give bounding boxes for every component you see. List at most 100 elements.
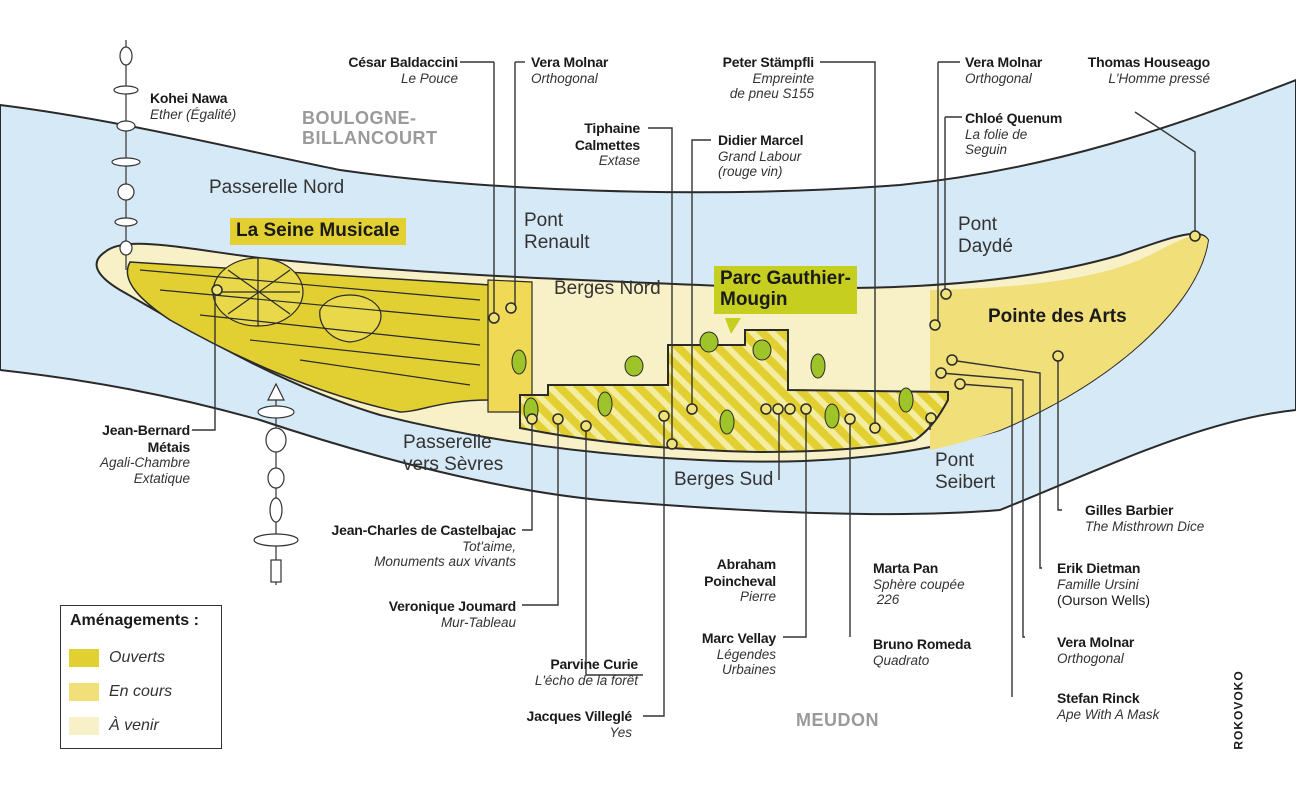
artist-name: César Baldaccini (348, 54, 458, 70)
label-kohei-nawa: Kohei Nawa Ether (Égalité) (150, 90, 236, 122)
work-title: Légendes Urbaines (716, 646, 776, 678)
label-bruno-romeda: Bruno Romeda Quadrato (873, 636, 971, 668)
work-subtitle: (Ourson Wells) (1057, 592, 1151, 609)
legend-item-upcoming: À venir (69, 714, 159, 738)
work-title: Yes (609, 724, 632, 740)
label-vera-molnar-1: Vera Molnar Orthogonal (531, 54, 608, 86)
work-title: Tot'aime, Monuments aux vivants (374, 538, 516, 570)
artist-name: Gilles Barbier (1085, 502, 1174, 518)
artist-name: Tiphaine Calmettes (574, 120, 640, 153)
work-title: Pierre (739, 589, 776, 605)
legend-item-open: Ouverts (69, 646, 165, 670)
work-title: Mur-Tableau (440, 614, 516, 630)
legend-swatch-in-progress (69, 683, 99, 701)
sculpture-ether-icon (111, 40, 141, 270)
label-castelbajac: Jean-Charles de Castelbajac Tot'aime, Mo… (300, 522, 517, 570)
legend: Aménagements : Ouverts En cours À venir (60, 605, 222, 749)
highlight-parc-gauthier-mougin: Parc Gauthier- Mougin (714, 266, 857, 314)
work-title: Empreinte de pneu S155 (729, 70, 814, 102)
city-meudon: MEUDON (796, 710, 879, 730)
artist-name: Peter Stämpfli (722, 54, 815, 70)
artist-name: Didier Marcel (718, 132, 804, 148)
highlight-seine-musicale: La Seine Musicale (230, 218, 406, 245)
artist-name: Jacques Villeglé (526, 708, 633, 724)
seine-musicale-building (139, 257, 481, 386)
trees (511, 331, 914, 435)
artist-name: Kohei Nawa (150, 90, 228, 106)
label-vera-molnar-2: Vera Molnar Orthogonal (965, 54, 1042, 86)
label-passerelle-nord: Passerelle Nord (209, 177, 345, 198)
work-title: Extase (598, 153, 640, 169)
work-title: Quadrato (873, 652, 930, 668)
zone-parc (519, 329, 949, 454)
label-marta-pan: Marta Pan Sphère coupée 226 (873, 560, 965, 608)
legend-label: Ouverts (109, 649, 166, 666)
work-title: Le Pouce (400, 70, 458, 86)
label-thomas-houseago: Thomas Houseago L'Homme pressé (1052, 54, 1210, 86)
work-title: L'écho de la forêt (534, 672, 638, 688)
label-erik-dietman: Erik Dietman Famille Ursini (Ourson Well… (1057, 560, 1150, 609)
label-cesar-baldaccini: César Baldaccini Le Pouce (300, 54, 458, 86)
artist-name: Parvine Curie (550, 656, 638, 672)
label-pont-seibert: Pont Seibert (935, 450, 996, 493)
label-veronique-joumard: Veronique Joumard Mur-Tableau (340, 598, 516, 630)
legend-label: En cours (109, 683, 173, 700)
artist-name: Thomas Houseago (1087, 54, 1210, 70)
legend-item-in-progress: En cours (69, 680, 172, 704)
city-boulogne: BOULOGNE- BILLANCOURT (302, 108, 438, 149)
work-title: La folie de Seguin (965, 126, 1028, 158)
label-parvine-curie: Parvine Curie L'écho de la forêt (480, 656, 638, 688)
sculpture-castelbajac-icon (253, 382, 299, 585)
label-didier-marcel: Didier Marcel Grand Labour (rouge vin) (718, 132, 804, 180)
artist-name: Stefan Rinck (1057, 690, 1140, 706)
label-pont-dayde: Pont Daydé (958, 214, 1013, 257)
label-peter-stampfli: Peter Stämpfli Empreinte de pneu S155 (660, 54, 815, 102)
label-jean-bernard-metais: Jean-Bernard Métais Agali-Chambre Extati… (40, 422, 190, 487)
label-tiphaine-calmettes: Tiphaine Calmettes Extase (540, 120, 640, 169)
label-pont-renault: Pont Renault (524, 210, 590, 253)
artist-name: Marta Pan (873, 560, 939, 576)
legend-title: Aménagements : (70, 612, 199, 629)
parc-callout-pointer (725, 318, 741, 334)
artist-name: Abraham Poincheval (704, 556, 776, 589)
label-berges-nord: Berges Nord (554, 278, 661, 299)
artist-name: Erik Dietman (1057, 560, 1141, 576)
work-title: Ether (Égalité) (150, 106, 237, 122)
highlight-pointe-des-arts: Pointe des Arts (988, 306, 1127, 327)
artist-name: Vera Molnar (965, 54, 1043, 70)
label-gilles-barbier: Gilles Barbier The Misthrown Dice (1085, 502, 1204, 534)
artist-name: Chloé Quenum (965, 110, 1063, 126)
label-berges-sud: Berges Sud (674, 469, 774, 490)
work-title: Orthogonal (531, 70, 598, 86)
work-title: Agali-Chambre Extatique (99, 455, 190, 486)
work-title: Ape With A Mask (1057, 706, 1160, 722)
label-abraham-poincheval: Abraham Poincheval Pierre (666, 556, 776, 605)
label-chloe-quenum: Chloé Quenum La folie de Seguin (965, 110, 1062, 158)
zone-pointe-des-arts (930, 235, 1208, 450)
work-title: L'Homme pressé (1108, 70, 1210, 86)
work-title: The Misthrown Dice (1085, 518, 1205, 534)
work-title: Orthogonal (965, 70, 1032, 86)
work-title: Grand Labour (rouge vin) (718, 148, 802, 180)
legend-label: À venir (109, 717, 159, 734)
label-vera-molnar-3: Vera Molnar Orthogonal (1057, 634, 1134, 666)
markers (211, 230, 1201, 450)
label-passerelle-sevres: Passerelle vers Sèvres (403, 432, 504, 475)
artist-name: Jean-Bernard Métais (102, 422, 190, 455)
label-jacques-villegle: Jacques Villeglé Yes (480, 708, 633, 740)
label-marc-vellay: Marc Vellay Légendes Urbaines (666, 630, 776, 678)
leader-lines (192, 61, 1196, 717)
credit: ROKOVOKO (1232, 670, 1246, 750)
artist-name: Bruno Romeda (873, 636, 971, 652)
work-title: Famille Ursini (1057, 576, 1139, 592)
credit-text: ROKOVOKO (1231, 670, 1246, 750)
work-title: Orthogonal (1057, 650, 1124, 666)
artist-name: Marc Vellay (701, 630, 776, 646)
work-title: Sphère coupée 226 (873, 576, 965, 608)
artist-name: Veronique Joumard (388, 598, 516, 614)
artist-name: Vera Molnar (531, 54, 609, 70)
legend-swatch-upcoming (69, 717, 99, 735)
legend-swatch-open (69, 649, 99, 667)
artist-name: Jean-Charles de Castelbajac (331, 522, 517, 538)
